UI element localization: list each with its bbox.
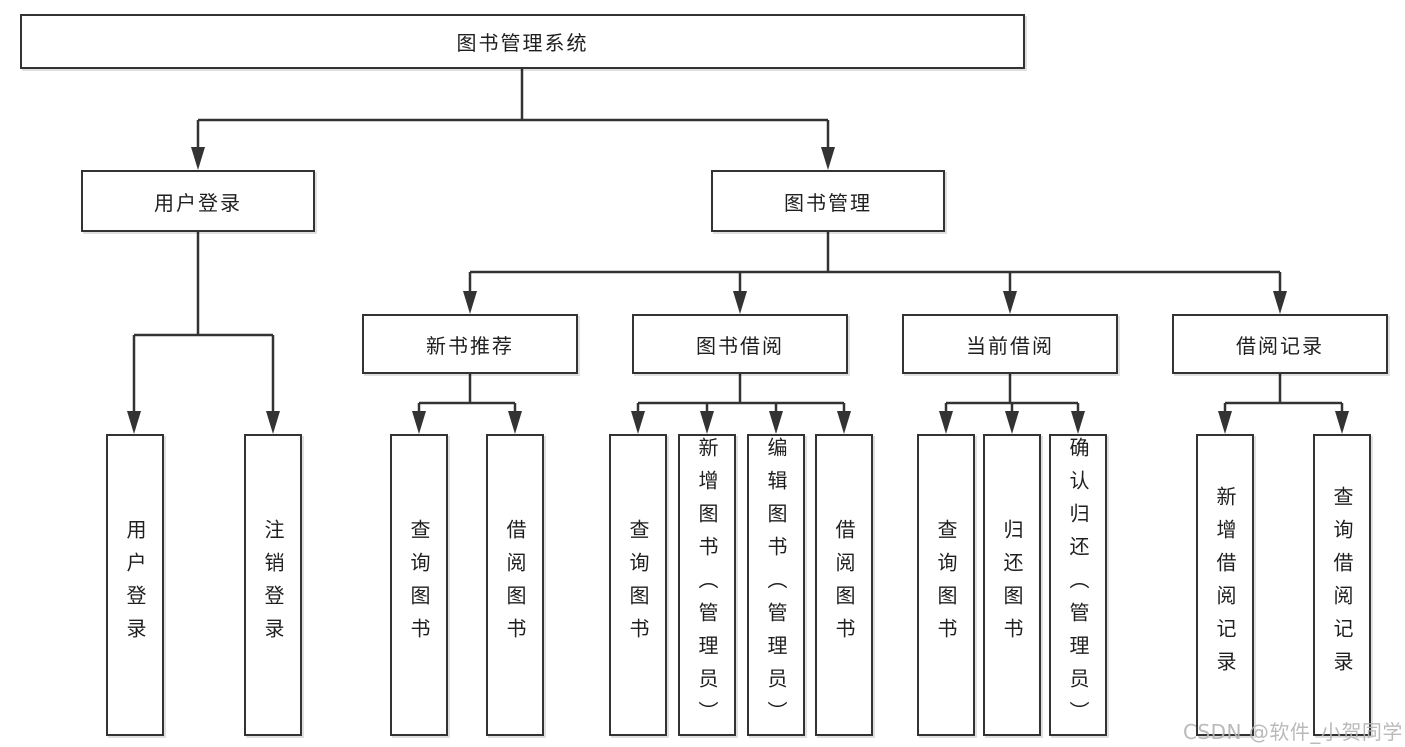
leaf-query-borrow-record: 查询借阅记录 xyxy=(1313,434,1371,736)
leaf-user-login: 用户登录 xyxy=(106,434,164,736)
leaf-query-books-borrowing: 查询图书 xyxy=(609,434,667,736)
leaf-borrow-books-borrowing: 借阅图书 xyxy=(815,434,873,736)
leaf-add-book-admin: 新增图书（管理员） xyxy=(678,434,736,736)
leaf-edit-book-admin: 编辑图书（管理员） xyxy=(747,434,805,736)
node-user-login: 用户登录 xyxy=(81,170,315,232)
leaf-borrow-books-recommendation: 借阅图书 xyxy=(486,434,544,736)
node-book-borrowing: 图书借阅 xyxy=(632,314,848,374)
node-borrowing-records: 借阅记录 xyxy=(1172,314,1388,374)
leaf-return-books: 归还图书 xyxy=(983,434,1041,736)
leaf-confirm-return-admin: 确认归还（管理员） xyxy=(1049,434,1107,736)
leaf-add-borrow-record: 新增借阅记录 xyxy=(1196,434,1254,736)
node-library-management-system: 图书管理系统 xyxy=(20,14,1025,69)
node-current-borrowing: 当前借阅 xyxy=(902,314,1118,374)
leaf-logout: 注销登录 xyxy=(244,434,302,736)
node-book-management: 图书管理 xyxy=(711,170,945,232)
node-new-book-recommendation: 新书推荐 xyxy=(362,314,578,374)
leaf-query-books-recommendation: 查询图书 xyxy=(390,434,448,736)
leaf-query-books-current: 查询图书 xyxy=(917,434,975,736)
csdn-watermark: CSDN @软件_小贺同学 xyxy=(1183,720,1403,744)
